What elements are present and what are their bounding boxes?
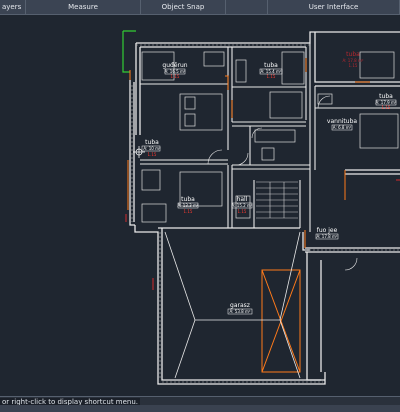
room-name: tuba: [379, 93, 393, 100]
room-area: A: 15.4 m²: [261, 69, 282, 74]
room-area: A: 10 m²: [143, 146, 161, 151]
room-label-gudrun: guđĕrun A: 16.5 m² 1.15: [162, 62, 187, 79]
stair: [256, 181, 298, 219]
room-value: 1.15: [238, 209, 247, 214]
room-value: 1.15: [382, 105, 391, 110]
room-area: A: 17.8 m²: [343, 58, 364, 63]
wall-hatch: [131, 44, 400, 383]
room-area: A: 17.8 m²: [317, 234, 338, 239]
furniture: [141, 51, 399, 223]
command-line[interactable]: or right-click to display shortcut menu.: [0, 396, 400, 412]
floor-plan-drawing[interactable]: guđĕrun A: 16.5 m² 1.15 tuba A: 15.4 m² …: [0, 15, 400, 397]
room-name: vannituba: [327, 118, 357, 125]
exterior-walls: [129, 31, 400, 385]
ribbon-panel-bar: ayers Measure Object Snap User Interface: [0, 0, 400, 15]
room-label-tuba-1: tuba A: 15.4 m² 1.15: [259, 62, 283, 79]
command-input[interactable]: [0, 405, 400, 412]
room-area: A: 6.8 m²: [333, 125, 352, 130]
room-area: A: 17.9 m²: [376, 100, 397, 105]
ribbon-measure-panel[interactable]: Measure: [26, 0, 141, 14]
room-value: 1.15: [349, 63, 358, 68]
room-label-vannituba: vannituba A: 6.8 m²: [327, 118, 357, 131]
room-name: tuba: [346, 51, 360, 58]
room-area: A: 16.5 m²: [165, 69, 186, 74]
room-label-fuojee: fuo jee A: 17.8 m²: [315, 227, 339, 240]
room-name: tuba: [145, 139, 159, 146]
room-name: fuo jee: [317, 227, 338, 234]
room-label-tuba-faint: tuba A: 17.8 m² 1.15: [343, 51, 364, 68]
room-area: A: 15.2 m²: [232, 203, 253, 208]
ribbon-blank-panel[interactable]: [226, 0, 268, 14]
room-label-tuba-left: tuba A: 10 m² 1.15: [141, 139, 161, 157]
ribbon-user-interface-panel[interactable]: User Interface: [268, 0, 400, 14]
door-window-marks: [127, 58, 370, 373]
room-area: A: 53.8 m²: [230, 309, 251, 314]
dimension-ticks: [125, 179, 400, 290]
drawing-canvas[interactable]: guđĕrun A: 16.5 m² 1.15 tuba A: 15.4 m² …: [0, 15, 400, 397]
room-name: garasz: [230, 302, 250, 309]
crosshair-cursor: [133, 146, 145, 158]
command-prompt-text: or right-click to display shortcut menu.: [0, 398, 141, 406]
room-label-tuba-right: tuba A: 17.9 m² 1.15: [376, 93, 397, 110]
room-name: hall: [237, 196, 248, 203]
room-name: guđĕrun: [162, 62, 187, 69]
room-area: A: 13.3 m²: [178, 203, 199, 208]
room-value: 1.15: [148, 152, 157, 157]
interior-walls: [140, 43, 400, 232]
room-label-tuba-bottom: tuba A: 13.3 m² 1.15: [178, 196, 199, 214]
room-value: 1.15: [171, 74, 180, 79]
ribbon-layers-panel[interactable]: ayers: [0, 0, 26, 14]
room-value: 1.15: [267, 74, 276, 79]
room-label-hall: hall A: 15.2 m² 1.15: [232, 196, 253, 214]
room-name: tuba: [181, 196, 195, 203]
ribbon-object-snap-panel[interactable]: Object Snap: [141, 0, 226, 14]
room-label-garasz: garasz A: 53.8 m²: [227, 302, 253, 315]
green-grip-marker: [122, 30, 136, 73]
room-name: tuba: [264, 62, 278, 69]
garage-outline: [164, 231, 301, 379]
room-value: 1.15: [184, 209, 193, 214]
